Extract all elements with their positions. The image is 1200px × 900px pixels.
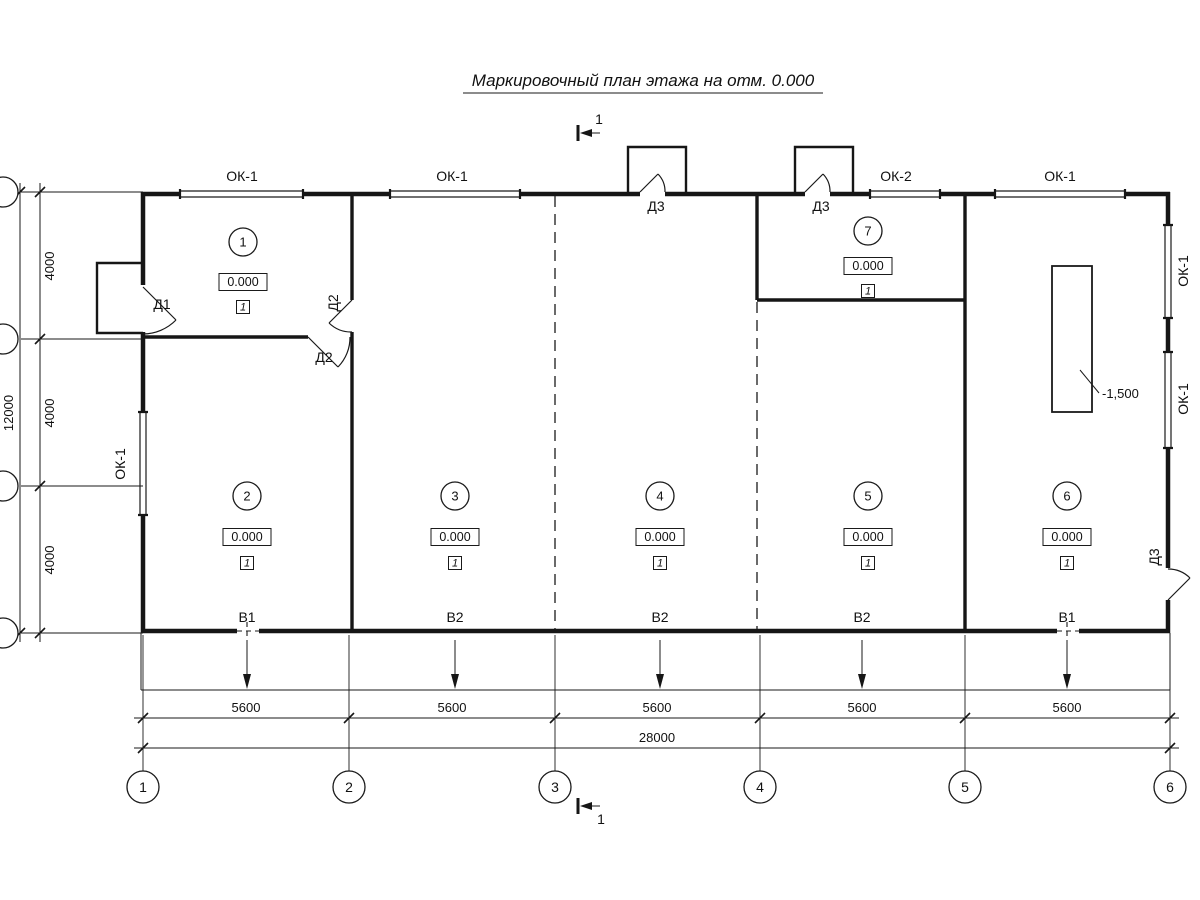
vent-label-v2-c: В2	[853, 609, 870, 625]
door-label-d3-entry-1: Д3	[647, 198, 664, 214]
room-6-elevation: 0.000	[1051, 530, 1082, 544]
room-4-number: 4	[656, 489, 663, 504]
room-1-number: 1	[239, 235, 246, 250]
dim-5600-5: 5600	[1053, 700, 1082, 715]
section-mark-top: 1	[576, 111, 603, 141]
grid-column-6: 6	[1166, 779, 1174, 795]
dimensions-left: 4000 4000 4000 12000	[0, 176, 143, 649]
dim-12000-total: 12000	[1, 395, 16, 431]
window-label-ok1-top-2: ОК-1	[436, 168, 468, 184]
room-2-floor-type: 1	[244, 558, 250, 570]
vent-label-v1-left: В1	[238, 609, 255, 625]
pit-elevation-label: -1,500	[1102, 386, 1139, 401]
dim-4000-2: 4000	[42, 399, 57, 428]
door-label-d2-wall: Д2	[325, 294, 341, 311]
grid-column-3: 3	[551, 779, 559, 795]
blind-area	[140, 633, 1171, 691]
grid-column-1: 1	[139, 779, 147, 795]
dim-4000-3: 4000	[42, 546, 57, 575]
room-4-elevation: 0.000	[644, 530, 675, 544]
window-label-ok1-top-3: ОК-1	[1044, 168, 1076, 184]
window-label-ok2-top: ОК-2	[880, 168, 912, 184]
vent-label-v2-b: В2	[651, 609, 668, 625]
dim-5600-4: 5600	[848, 700, 877, 715]
vent-label-v2-a: В2	[446, 609, 463, 625]
room-5-floor-type: 1	[865, 558, 871, 570]
grid-markers: 1 2 3 4 5 6	[126, 770, 1187, 804]
windows	[138, 189, 1173, 517]
window-label-ok1-left: ОК-1	[112, 448, 128, 480]
room-5-elevation: 0.000	[852, 530, 883, 544]
room-7-floor-type: 1	[865, 286, 871, 298]
partition-dashed-lines	[554, 196, 758, 629]
section-mark-bottom: 1	[576, 798, 605, 827]
dim-5600-1: 5600	[232, 700, 261, 715]
room-1-floor-type: 1	[240, 302, 246, 314]
vent-label-v1-right: В1	[1058, 609, 1075, 625]
door-label-d2-partition: Д2	[315, 349, 332, 365]
room-2-elevation: 0.000	[231, 530, 262, 544]
opening-labels: ОК-1 ОК-1 ОК-2 ОК-1 ОК-1 ОК-1 ОК-1 Д3 Д3…	[112, 168, 1191, 566]
room-5-number: 5	[864, 489, 871, 504]
room-marks: 1 0.000 1 7 0.000 1 2 0.000 1 3 0.000 1 …	[218, 216, 1092, 570]
grid-column-5: 5	[961, 779, 969, 795]
room-7-elevation: 0.000	[852, 259, 883, 273]
section-number-bottom: 1	[597, 811, 605, 827]
room-3-elevation: 0.000	[439, 530, 470, 544]
interior-walls	[143, 192, 967, 633]
exterior-walls	[140, 191, 1171, 634]
window-label-ok1-right-upper: ОК-1	[1175, 255, 1191, 287]
window-label-ok1-top-1: ОК-1	[226, 168, 258, 184]
door-label-d1: Д1	[153, 296, 170, 312]
drawing-title: Маркировочный план этажа на отм. 0.000	[472, 71, 815, 90]
door-label-d3-entry-2: Д3	[812, 198, 829, 214]
dim-28000-total: 28000	[639, 730, 675, 745]
door-label-d3-right: Д3	[1146, 548, 1162, 565]
vent-labels: В1 В2 В2 В2 В1	[238, 609, 1075, 625]
room-4-floor-type: 1	[657, 558, 663, 570]
grid-column-2: 2	[345, 779, 353, 795]
basement-pit: -1,500	[1051, 265, 1139, 413]
dim-4000-1: 4000	[42, 252, 57, 281]
dim-5600-3: 5600	[643, 700, 672, 715]
room-2-number: 2	[243, 489, 250, 504]
doors	[142, 173, 1191, 601]
dimensions-bottom: 5600 5600 5600 5600 5600 28000	[134, 635, 1179, 771]
room-3-number: 3	[451, 489, 458, 504]
vestibules	[95, 145, 855, 335]
vent-arrows	[237, 622, 1079, 689]
grid-column-4: 4	[756, 779, 764, 795]
room-3-floor-type: 1	[452, 558, 458, 570]
dim-5600-2: 5600	[438, 700, 467, 715]
section-number-top: 1	[595, 111, 603, 127]
room-6-number: 6	[1063, 489, 1070, 504]
window-label-ok1-right-lower: ОК-1	[1175, 383, 1191, 415]
room-1-elevation: 0.000	[227, 275, 258, 289]
room-6-floor-type: 1	[1064, 558, 1070, 570]
room-7-number: 7	[864, 224, 871, 239]
